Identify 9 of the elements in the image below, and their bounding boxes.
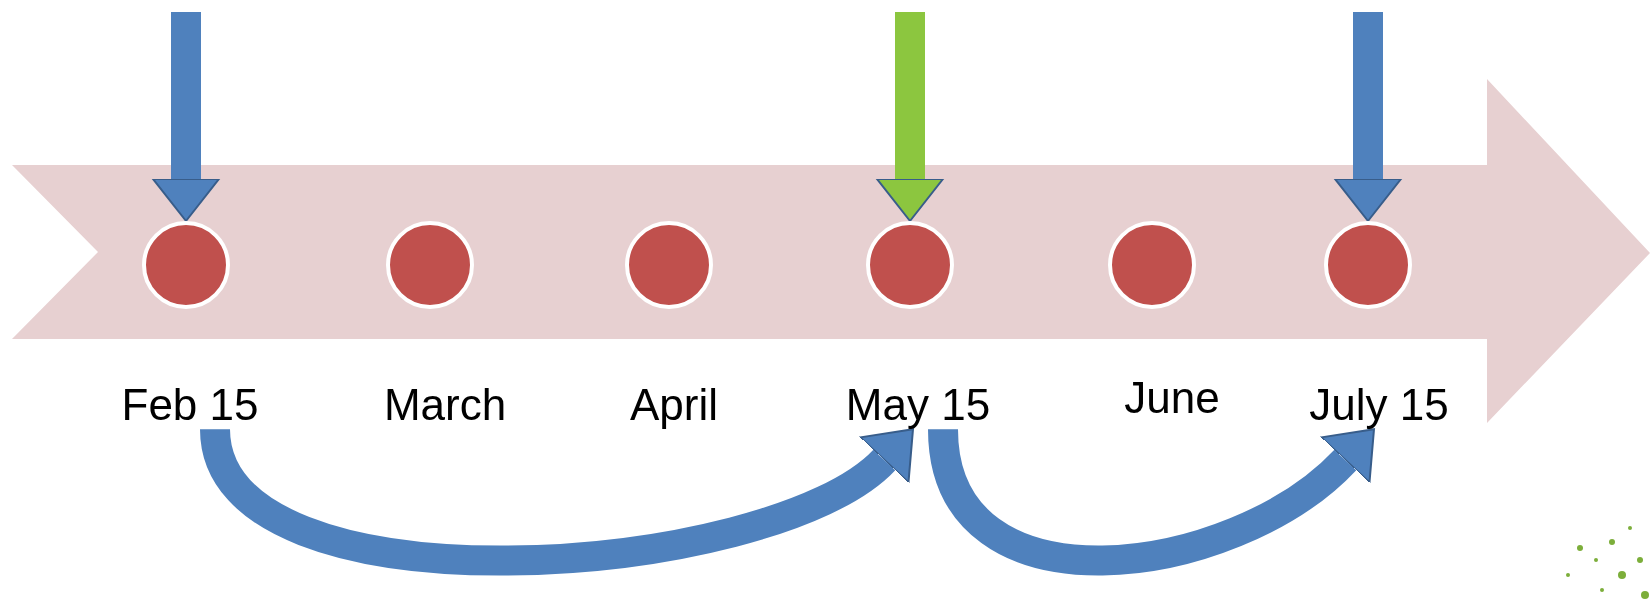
- arrow: [152, 12, 220, 222]
- date-label: Feb 15: [121, 380, 259, 430]
- date-label: June: [1124, 373, 1220, 423]
- date-label: July 15: [1309, 380, 1449, 430]
- date-label: May 15: [845, 380, 991, 430]
- arrow: [876, 12, 944, 222]
- date-label: March: [383, 380, 507, 430]
- arrow: [1334, 12, 1402, 222]
- date-label: April: [630, 380, 718, 430]
